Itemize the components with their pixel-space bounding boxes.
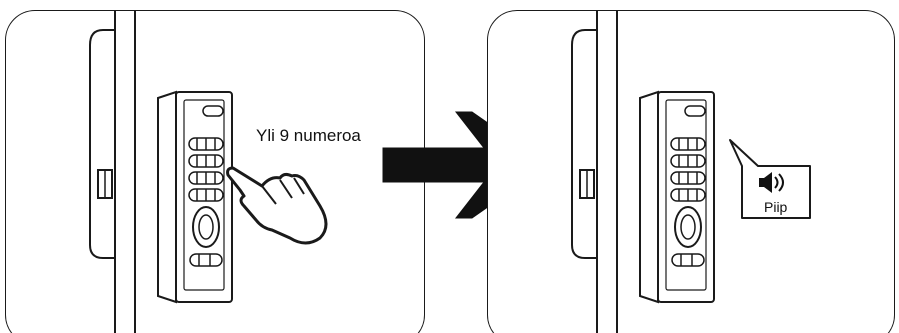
- keypad-buttons: [670, 137, 706, 202]
- hand-pointer-icon: [226, 166, 328, 245]
- side-panel: [89, 29, 115, 259]
- panel-left: Yli 9 numeroa: [5, 10, 425, 333]
- digits-annotation: Yli 9 numeroa: [256, 126, 361, 145]
- keypad-buttons: [188, 137, 224, 202]
- keypad-lock: [639, 90, 715, 304]
- knob: [674, 206, 702, 248]
- speaker-icon: [759, 172, 784, 193]
- panel-right: Piip: [487, 10, 895, 333]
- knob: [192, 206, 220, 248]
- keypad-lock: [157, 90, 233, 304]
- beep-callout: Piip: [729, 139, 811, 219]
- indicator-window: [202, 105, 224, 117]
- side-panel: [571, 29, 597, 259]
- beep-label: Piip: [764, 199, 788, 215]
- indicator-window: [684, 105, 706, 117]
